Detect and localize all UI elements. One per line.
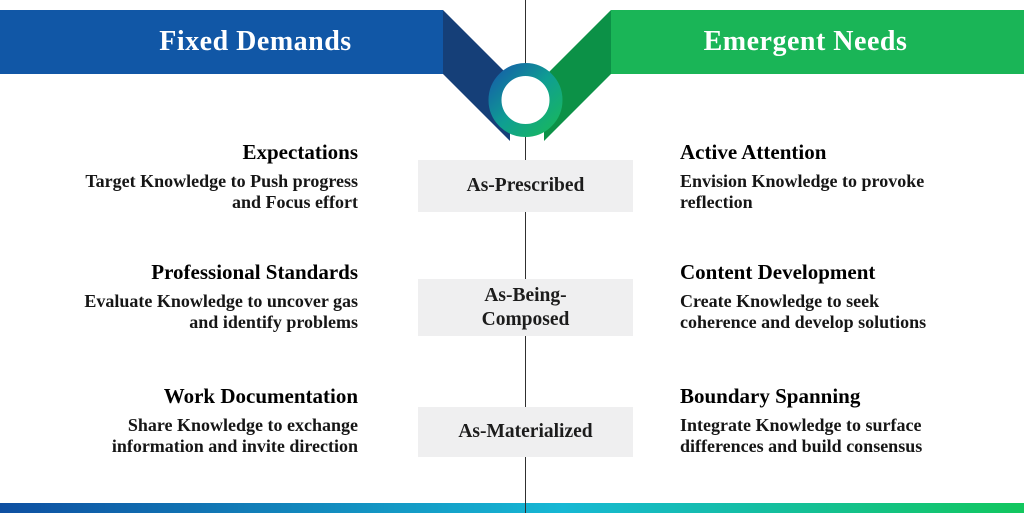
- left-ribbon-fold: [443, 10, 510, 141]
- row-work-documentation: Work Documentation Share Knowledge to ex…: [0, 384, 358, 457]
- row-expectations: Expectations Target Knowledge to Push pr…: [0, 140, 358, 213]
- row-active-attention: Active Attention Envision Knowledge to p…: [680, 140, 1016, 213]
- bottom-gradient-bar: [0, 503, 1024, 513]
- fixed-demands-title: Fixed Demands: [159, 26, 352, 57]
- row-title: Work Documentation: [163, 384, 358, 408]
- center-label-box-as-being-composed: As-Being-Composed: [418, 279, 633, 336]
- row-content-development: Content Development Create Knowledge to …: [680, 260, 1016, 333]
- emergent-needs-title: Emergent Needs: [703, 26, 908, 57]
- row-professional-standards: Professional Standards Evaluate Knowledg…: [0, 260, 358, 333]
- row-title: Active Attention: [680, 140, 827, 164]
- right-ribbon-fold: [544, 10, 611, 141]
- center-label: As-Prescribed: [466, 175, 585, 197]
- center-label-box-as-materialized: As-Materialized: [418, 407, 633, 457]
- row-title: Content Development: [680, 260, 876, 284]
- row-title: Professional Standards: [151, 260, 358, 284]
- center-axis-line: [524, 0, 526, 513]
- fixed-demands-banner: Fixed Demands: [0, 10, 443, 74]
- center-label-box-as-prescribed: As-Prescribed: [418, 160, 633, 212]
- center-label: As-Being-Composed: [481, 285, 570, 330]
- row-title: Boundary Spanning: [680, 384, 861, 408]
- row-title: Expectations: [242, 140, 359, 164]
- row-boundary-spanning: Boundary Spanning Integrate Knowledge to…: [680, 384, 1016, 457]
- center-label: As-Materialized: [458, 421, 593, 443]
- emergent-needs-banner: Emergent Needs: [611, 10, 1024, 74]
